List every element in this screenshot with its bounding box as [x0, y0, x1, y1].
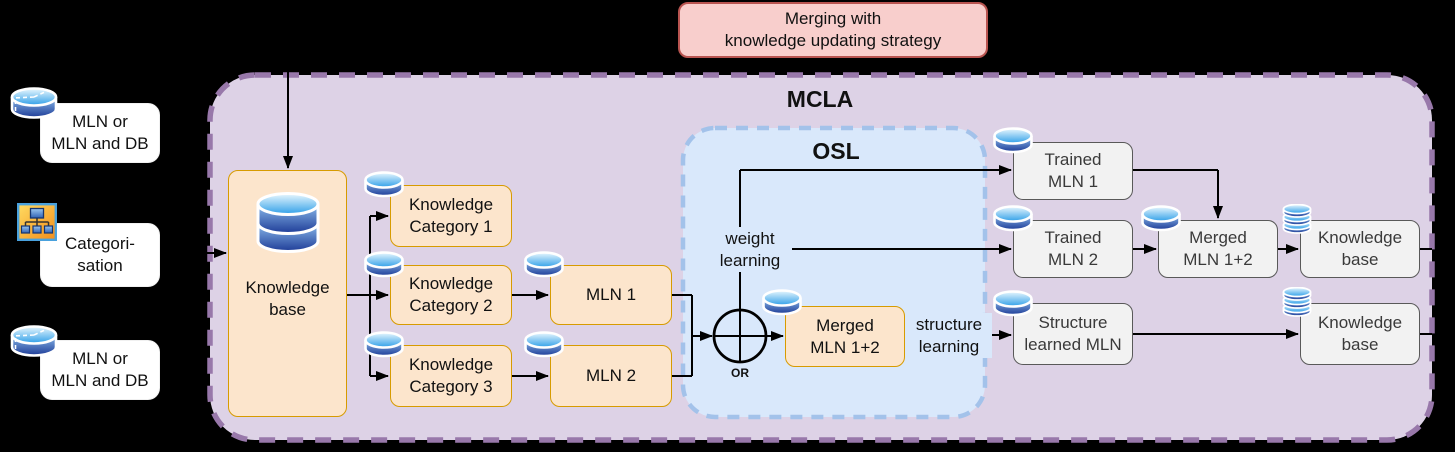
database-icon — [524, 251, 564, 278]
osl-title: OSL — [812, 138, 860, 164]
knowledge-base-bottom-box: Knowledge base — [1300, 303, 1420, 365]
input-card-mln-or-db-2: MLN or MLN and DB — [40, 340, 160, 400]
mcla-title: MCLA — [786, 86, 854, 112]
knowledge-base-top-box: Knowledge base — [1300, 220, 1420, 278]
database-icon — [364, 251, 404, 278]
structure-learning-text: structure learning — [915, 314, 983, 356]
input-label: MLN or MLN and DB — [51, 349, 149, 390]
mln-2-box: MLN 2 — [550, 345, 672, 407]
merged-mln-box: Merged MLN 1+2 — [785, 306, 905, 367]
output-label: Knowledge base — [1317, 313, 1403, 354]
input-card-categorisation: Categori- sation — [40, 223, 160, 287]
output-label: Structure learned MLN — [1024, 313, 1122, 354]
input-card-mln-or-db-1: MLN or MLN and DB — [40, 103, 160, 163]
database-pie-icon — [10, 87, 58, 119]
input-label: MLN or MLN and DB — [51, 112, 149, 153]
category-label: Knowledge Category 2 — [408, 274, 494, 315]
weight-learning-label: weight learning — [708, 227, 792, 272]
mln-label: MLN 1 — [585, 285, 637, 305]
output-label: Trained MLN 2 — [1044, 228, 1102, 269]
strategy-box: Merging with knowledge updating strategy — [678, 2, 988, 58]
structure-learned-mln-box: Structure learned MLN — [1013, 303, 1133, 365]
database-icon — [524, 331, 564, 358]
weight-learning-text: weight learning — [719, 228, 781, 270]
database-icon — [364, 171, 404, 198]
database-icon — [993, 205, 1033, 232]
knowledge-category-2-box: Knowledge Category 2 — [390, 265, 512, 325]
structure-learning-label: structure learning — [906, 313, 992, 358]
database-icon — [256, 192, 319, 253]
knowledge-category-3-box: Knowledge Category 3 — [390, 345, 512, 407]
database-pie-icon — [10, 325, 58, 357]
output-label: Merged MLN 1+2 — [1183, 228, 1253, 269]
trained-mln-2-box: Trained MLN 2 — [1013, 220, 1133, 278]
mln-1-box: MLN 1 — [550, 265, 672, 325]
database-icon — [364, 331, 404, 358]
category-label: Knowledge Category 3 — [408, 355, 494, 396]
knowledge-base-label: Knowledge base — [245, 278, 330, 319]
or-junction-circle — [712, 308, 768, 364]
database-icon — [762, 289, 802, 316]
database-icon — [993, 127, 1033, 154]
or-label: OR — [731, 366, 749, 380]
database-stack-icon — [1282, 204, 1312, 234]
knowledge-base-box: Knowledge base — [228, 170, 347, 417]
output-label: Knowledge base — [1317, 228, 1403, 269]
strategy-label: Merging with knowledge updating strategy — [724, 9, 942, 50]
database-stack-icon — [1282, 287, 1312, 317]
merged-mln-12-box: Merged MLN 1+2 — [1158, 220, 1278, 278]
database-icon — [993, 290, 1033, 317]
hierarchy-icon — [17, 203, 57, 241]
mln-label: MLN 2 — [585, 366, 637, 386]
category-label: Knowledge Category 1 — [408, 195, 494, 236]
database-icon — [1141, 205, 1181, 232]
output-label: Trained MLN 1 — [1044, 150, 1102, 191]
input-label: Categori- sation — [65, 234, 135, 275]
merged-mln-label: Merged MLN 1+2 — [810, 315, 880, 357]
knowledge-category-1-box: Knowledge Category 1 — [390, 185, 512, 247]
trained-mln-1-box: Trained MLN 1 — [1013, 142, 1133, 200]
